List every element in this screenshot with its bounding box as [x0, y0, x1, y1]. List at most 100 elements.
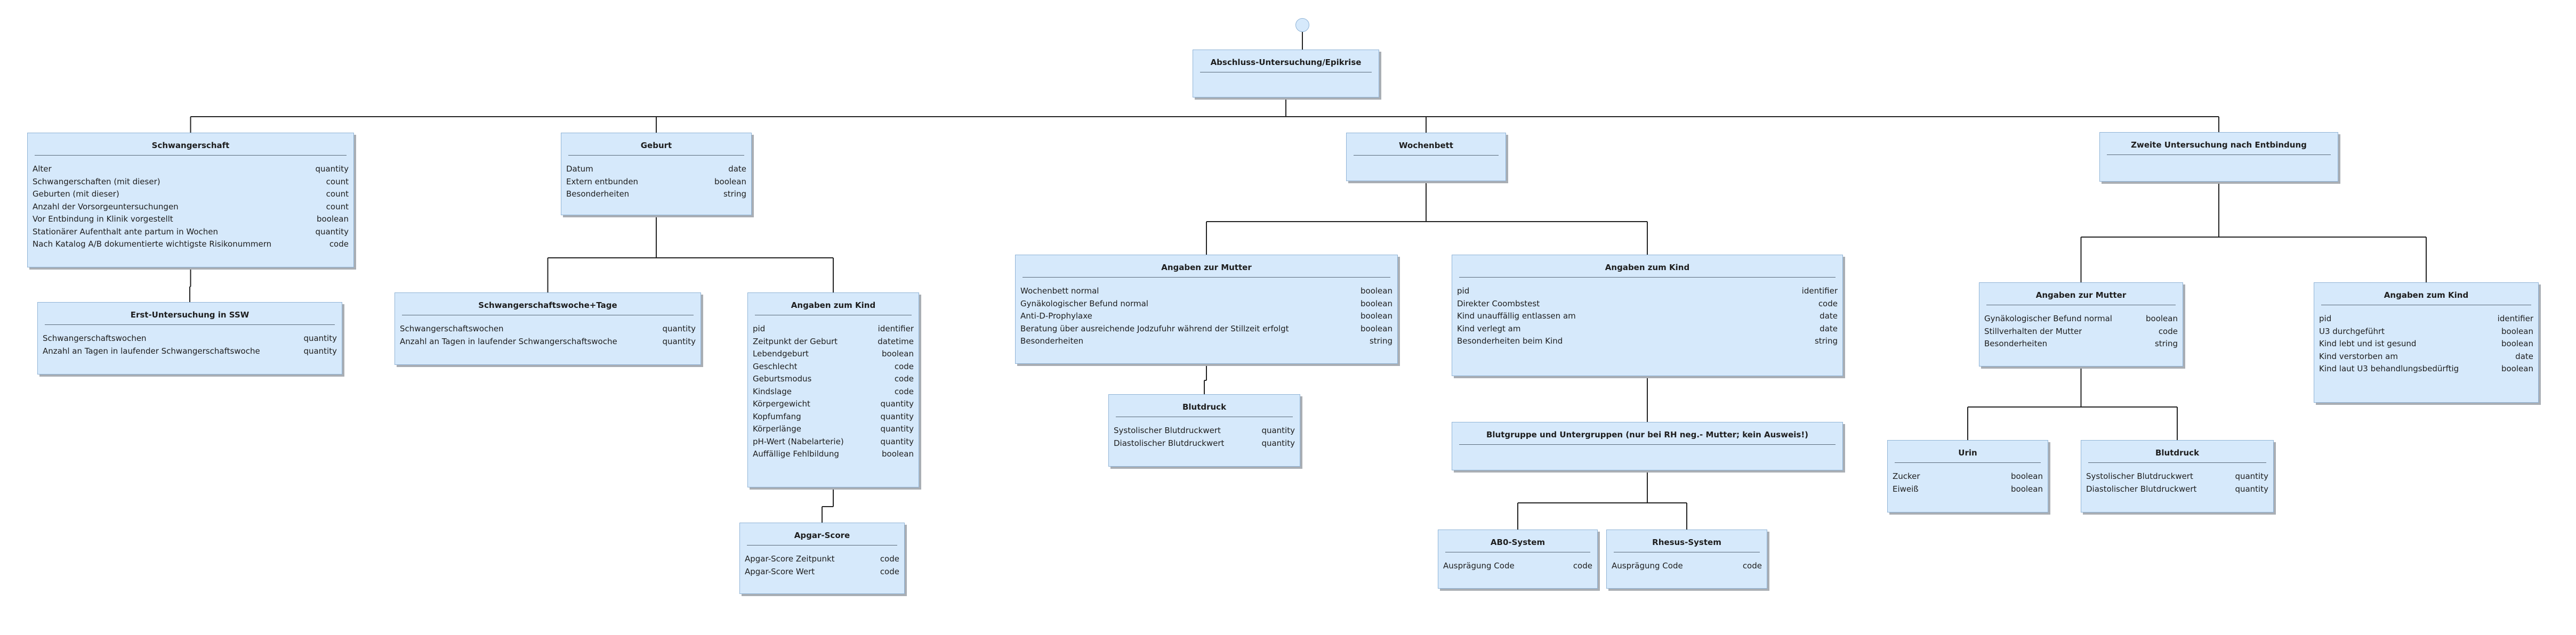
attribute-name: Kind unauffällig entlassen am — [1457, 311, 1576, 321]
class-title: Blutdruck — [2088, 445, 2266, 463]
attribute-name: Geschlecht — [753, 361, 798, 371]
attribute-name: Direkter Coombstest — [1457, 298, 1540, 308]
attribute-name: pid — [2319, 314, 2332, 323]
attribute-row: U3 durchgeführt boolean — [2319, 325, 2533, 338]
attribute-name: Besonderheiten — [1984, 339, 2048, 348]
attribute-name: Diastolischer Blutdruckwert — [2086, 484, 2197, 494]
attribute-type: code — [1573, 561, 1592, 571]
attribute-name: Kind lebt und ist gesund — [2319, 339, 2417, 348]
attribute-name: Apgar-Score Wert — [745, 566, 815, 576]
class-title: Blutdruck — [1116, 399, 1293, 417]
class-title: Wochenbett — [1354, 137, 1499, 156]
attribute-name: pid — [1457, 286, 1470, 296]
attribute-row: Anzahl an Tagen in laufender Schwangersc… — [43, 345, 337, 358]
attribute-type: boolean — [2011, 484, 2043, 494]
attribute-type: code — [880, 566, 899, 576]
attribute-type: identifier — [878, 324, 914, 333]
class-box-wochenbett[interactable]: Wochenbett — [1346, 133, 1506, 181]
attribute-type: identifier — [1801, 286, 1838, 296]
attribute-row: Kind laut U3 behandlungsbedürftig boolean — [2319, 363, 2533, 376]
attribute-type: code — [894, 386, 914, 396]
attribute-name: U3 durchgeführt — [2319, 326, 2385, 336]
attribute-type: boolean — [2501, 326, 2533, 336]
attribute-name: Kind laut U3 behandlungsbedürftig — [2319, 364, 2459, 373]
root-start-circle — [1295, 18, 1309, 32]
attribute-type: quantity — [662, 324, 696, 333]
class-title: Urin — [1895, 445, 2041, 463]
attribute-row: Eiweiß boolean — [1893, 483, 2043, 496]
attribute-type: count — [326, 201, 349, 211]
attribute-type: quantity — [880, 424, 914, 434]
attribute-row: Stationärer Aufenthalt ante partum in Wo… — [33, 226, 349, 239]
attribute-type: quantity — [315, 226, 349, 237]
class-box-root[interactable]: Abschluss-Untersuchung/Epikrise — [1193, 50, 1379, 97]
attribute-name: Besonderheiten beim Kind — [1457, 336, 1563, 346]
attribute-type: quantity — [303, 333, 337, 343]
attribute-type: boolean — [1361, 311, 1392, 321]
attribute-name: Besonderheiten — [1020, 336, 1084, 346]
attribute-row: pH-Wert (Nabelarterie)quantity — [753, 436, 914, 449]
class-title: Angaben zum Kind — [1459, 259, 1836, 278]
attribute-name: Eiweiß — [1893, 484, 1919, 494]
class-title: Angaben zur Mutter — [1023, 259, 1390, 278]
attribute-name: Anzahl an Tagen in laufender Schwangersc… — [43, 346, 260, 356]
attribute-name: Kopfumfang — [753, 411, 801, 421]
attribute-type: boolean — [2501, 364, 2533, 373]
class-box-zweite[interactable]: Zweite Untersuchung nach Entbindung — [2099, 132, 2338, 182]
attribute-type: boolean — [714, 176, 746, 186]
attribute-name: Stillverhalten der Mutter — [1984, 326, 2082, 336]
attribute-type: boolean — [2501, 339, 2533, 348]
attribute-name: Anzahl an Tagen in laufender Schwangersc… — [400, 336, 617, 346]
class-title: Apgar-Score — [747, 527, 897, 546]
class-box-blutgruppe[interactable]: Blutgruppe und Untergruppen (nur bei RH … — [1452, 422, 1843, 470]
attribute-row: Geburten (mit dieser)count — [33, 188, 349, 201]
attribute-type: code — [329, 239, 349, 249]
attribute-type: code — [1818, 298, 1838, 308]
attribute-name: Vor Entbindung in Klinik vorgestellt — [33, 214, 173, 224]
attribute-type: quantity — [2235, 471, 2268, 481]
attribute-name: Diastolischer Blutdruckwert — [1114, 438, 1225, 448]
attribute-type: quantity — [880, 436, 914, 446]
attribute-type: quantity — [315, 164, 349, 174]
attribute-row: Beratung über ausreichende Jodzufuhr wäh… — [1020, 323, 1392, 336]
attribute-name: Schwangerschaften (mit dieser) — [33, 176, 160, 186]
attribute-type: quantity — [303, 346, 337, 356]
